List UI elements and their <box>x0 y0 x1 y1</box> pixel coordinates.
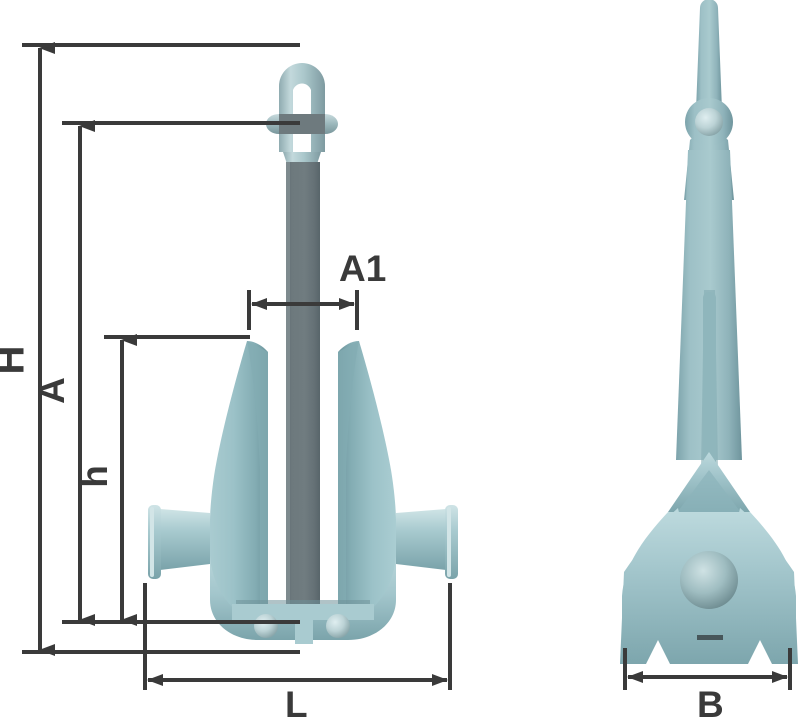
stabilizer-cap-left <box>148 505 161 579</box>
side-crown-notch <box>697 635 723 640</box>
crown-bolt-right <box>326 614 350 638</box>
stabilizer-arm-left <box>148 505 210 579</box>
fluke-left-facet <box>247 341 268 614</box>
fluke-right-facet <box>338 341 359 614</box>
shackle-pin-shaft <box>279 114 325 134</box>
crown-bolt-left <box>254 614 278 638</box>
stabilizer-cap-right-highlight <box>447 507 451 577</box>
dimension-label-L: L <box>285 684 308 725</box>
fluke-right <box>338 341 396 614</box>
dimension-label-A: A <box>30 377 72 404</box>
dimension-lines <box>22 42 792 690</box>
side-view-anchor <box>620 0 798 664</box>
shank-highlight-left <box>286 162 290 604</box>
stabilizer-arm-right <box>396 505 458 579</box>
dimension-label-A1: A1 <box>339 248 387 289</box>
shackle <box>266 63 338 176</box>
shank <box>286 162 320 604</box>
side-shank-pin <box>695 108 723 136</box>
fluke-left <box>210 341 268 614</box>
dimension-label-H: H <box>0 346 32 375</box>
stabilizer-cap-left-highlight <box>150 507 154 577</box>
dimension-label-B: B <box>697 684 724 725</box>
stabilizer-cap-right <box>445 505 458 579</box>
stabilizer-arm-left-body <box>160 509 210 570</box>
side-crown-boss-ball <box>680 551 738 609</box>
stabilizer-arm-right-body <box>396 509 446 570</box>
side-crown-boss-facet <box>676 470 742 514</box>
side-shank-groove <box>703 292 716 472</box>
side-shackle-stem <box>696 0 722 110</box>
front-view-anchor <box>148 63 458 644</box>
dimension-label-h: h <box>73 465 115 488</box>
crown-center-rib <box>295 604 313 644</box>
